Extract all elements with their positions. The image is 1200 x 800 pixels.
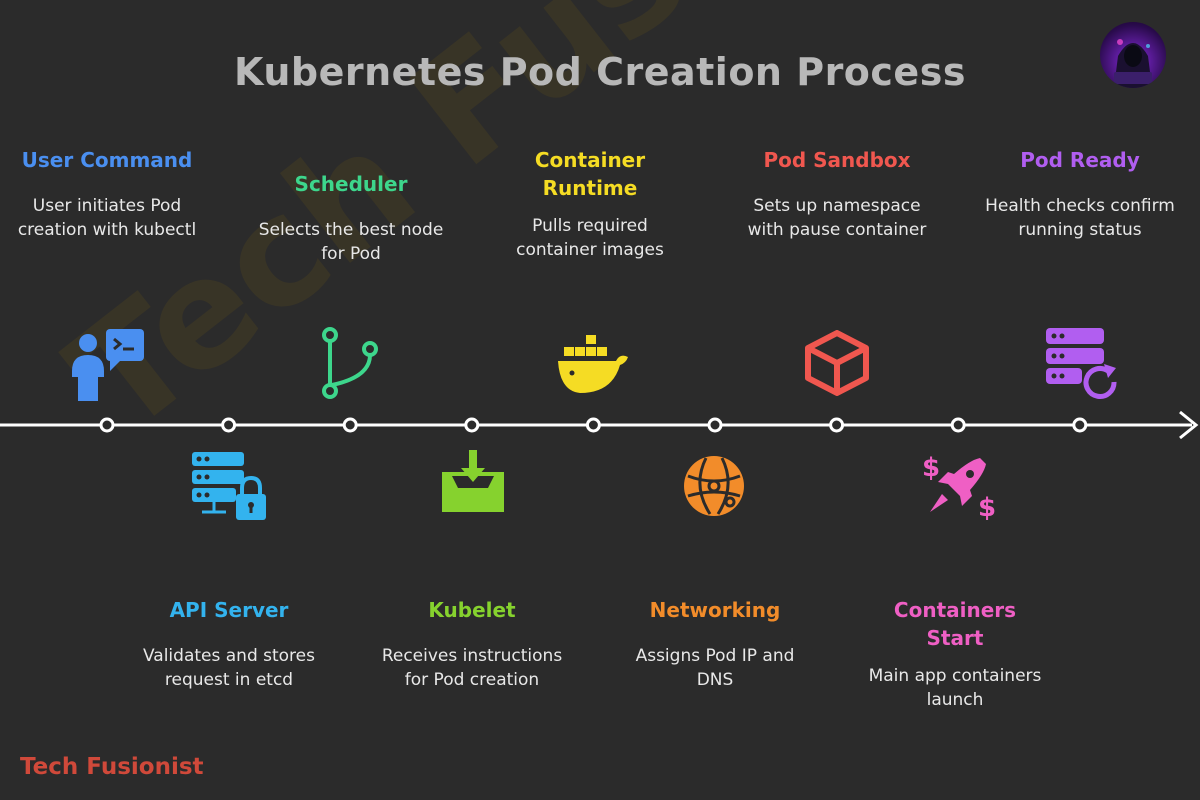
timeline-arrowhead: [1179, 410, 1199, 440]
step-description: Main app containers launch: [868, 666, 1042, 710]
page-title: Kubernetes Pod Creation Process: [234, 50, 966, 94]
timeline-node: [1072, 417, 1088, 433]
step-container-runtime: Container Runtime Pulls required contain…: [493, 146, 687, 262]
step-label: Scheduler: [294, 172, 408, 196]
step-pod-sandbox: Pod Sandbox Sets up namespace with pause…: [737, 146, 937, 242]
step-label: Container Runtime: [534, 148, 646, 200]
step-networking: Networking Assigns Pod IP and DNS: [615, 596, 815, 692]
svg-text:$: $: [978, 493, 996, 523]
avatar: [1100, 22, 1166, 88]
step-description: Pulls required container images: [516, 216, 664, 260]
timeline-node: [464, 417, 480, 433]
step-label: Kubelet: [428, 598, 516, 622]
timeline-node: [342, 417, 358, 433]
timeline-node: [950, 417, 966, 433]
step-api-server: API Server Validates and stores request …: [129, 596, 329, 692]
step-label: Pod Ready: [1020, 148, 1140, 172]
branch-icon: [322, 327, 378, 399]
step-scheduler: Scheduler Selects the best node for Pod: [251, 170, 451, 266]
step-containers-start: Containers Start Main app containers lau…: [858, 596, 1052, 712]
step-description: Receives instructions for Pod creation: [381, 646, 563, 690]
timeline-node: [221, 417, 237, 433]
step-kubelet: Kubelet Receives instructions for Pod cr…: [372, 596, 572, 692]
step-user-command: User Command User initiates Pod creation…: [7, 146, 207, 242]
timeline-node: [585, 417, 601, 433]
user-terminal-icon: [72, 329, 144, 401]
server-refresh-icon: [1046, 328, 1117, 399]
timeline-node: [707, 417, 723, 433]
globe-network-icon: [684, 456, 744, 516]
docker-whale-icon: [558, 335, 628, 393]
step-description: Assigns Pod IP and DNS: [635, 646, 795, 690]
step-label: User Command: [21, 148, 193, 172]
step-description: Sets up namespace with pause container: [747, 196, 927, 240]
server-lock-icon: [192, 452, 266, 520]
step-pod-ready: Pod Ready Health checks confirm running …: [980, 146, 1180, 242]
step-description: User initiates Pod creation with kubectl: [17, 196, 197, 240]
step-label: Pod Sandbox: [763, 148, 911, 172]
cube-icon: [805, 330, 869, 396]
step-label: API Server: [169, 598, 289, 622]
step-description: Selects the best node for Pod: [258, 220, 444, 264]
timeline-node: [99, 417, 115, 433]
step-description: Validates and stores request in etcd: [142, 646, 315, 690]
step-description: Health checks confirm running status: [985, 196, 1175, 240]
step-label: Containers Start: [893, 598, 1017, 650]
hooded-figure-icon: [1114, 39, 1152, 88]
brand-name: Tech Fusionist: [20, 754, 204, 780]
inbox-download-icon: [442, 450, 504, 512]
timeline-node: [829, 417, 845, 433]
svg-text:$: $: [922, 453, 940, 483]
step-label: Networking: [649, 598, 781, 622]
rocket-icon: $ $: [922, 453, 996, 523]
